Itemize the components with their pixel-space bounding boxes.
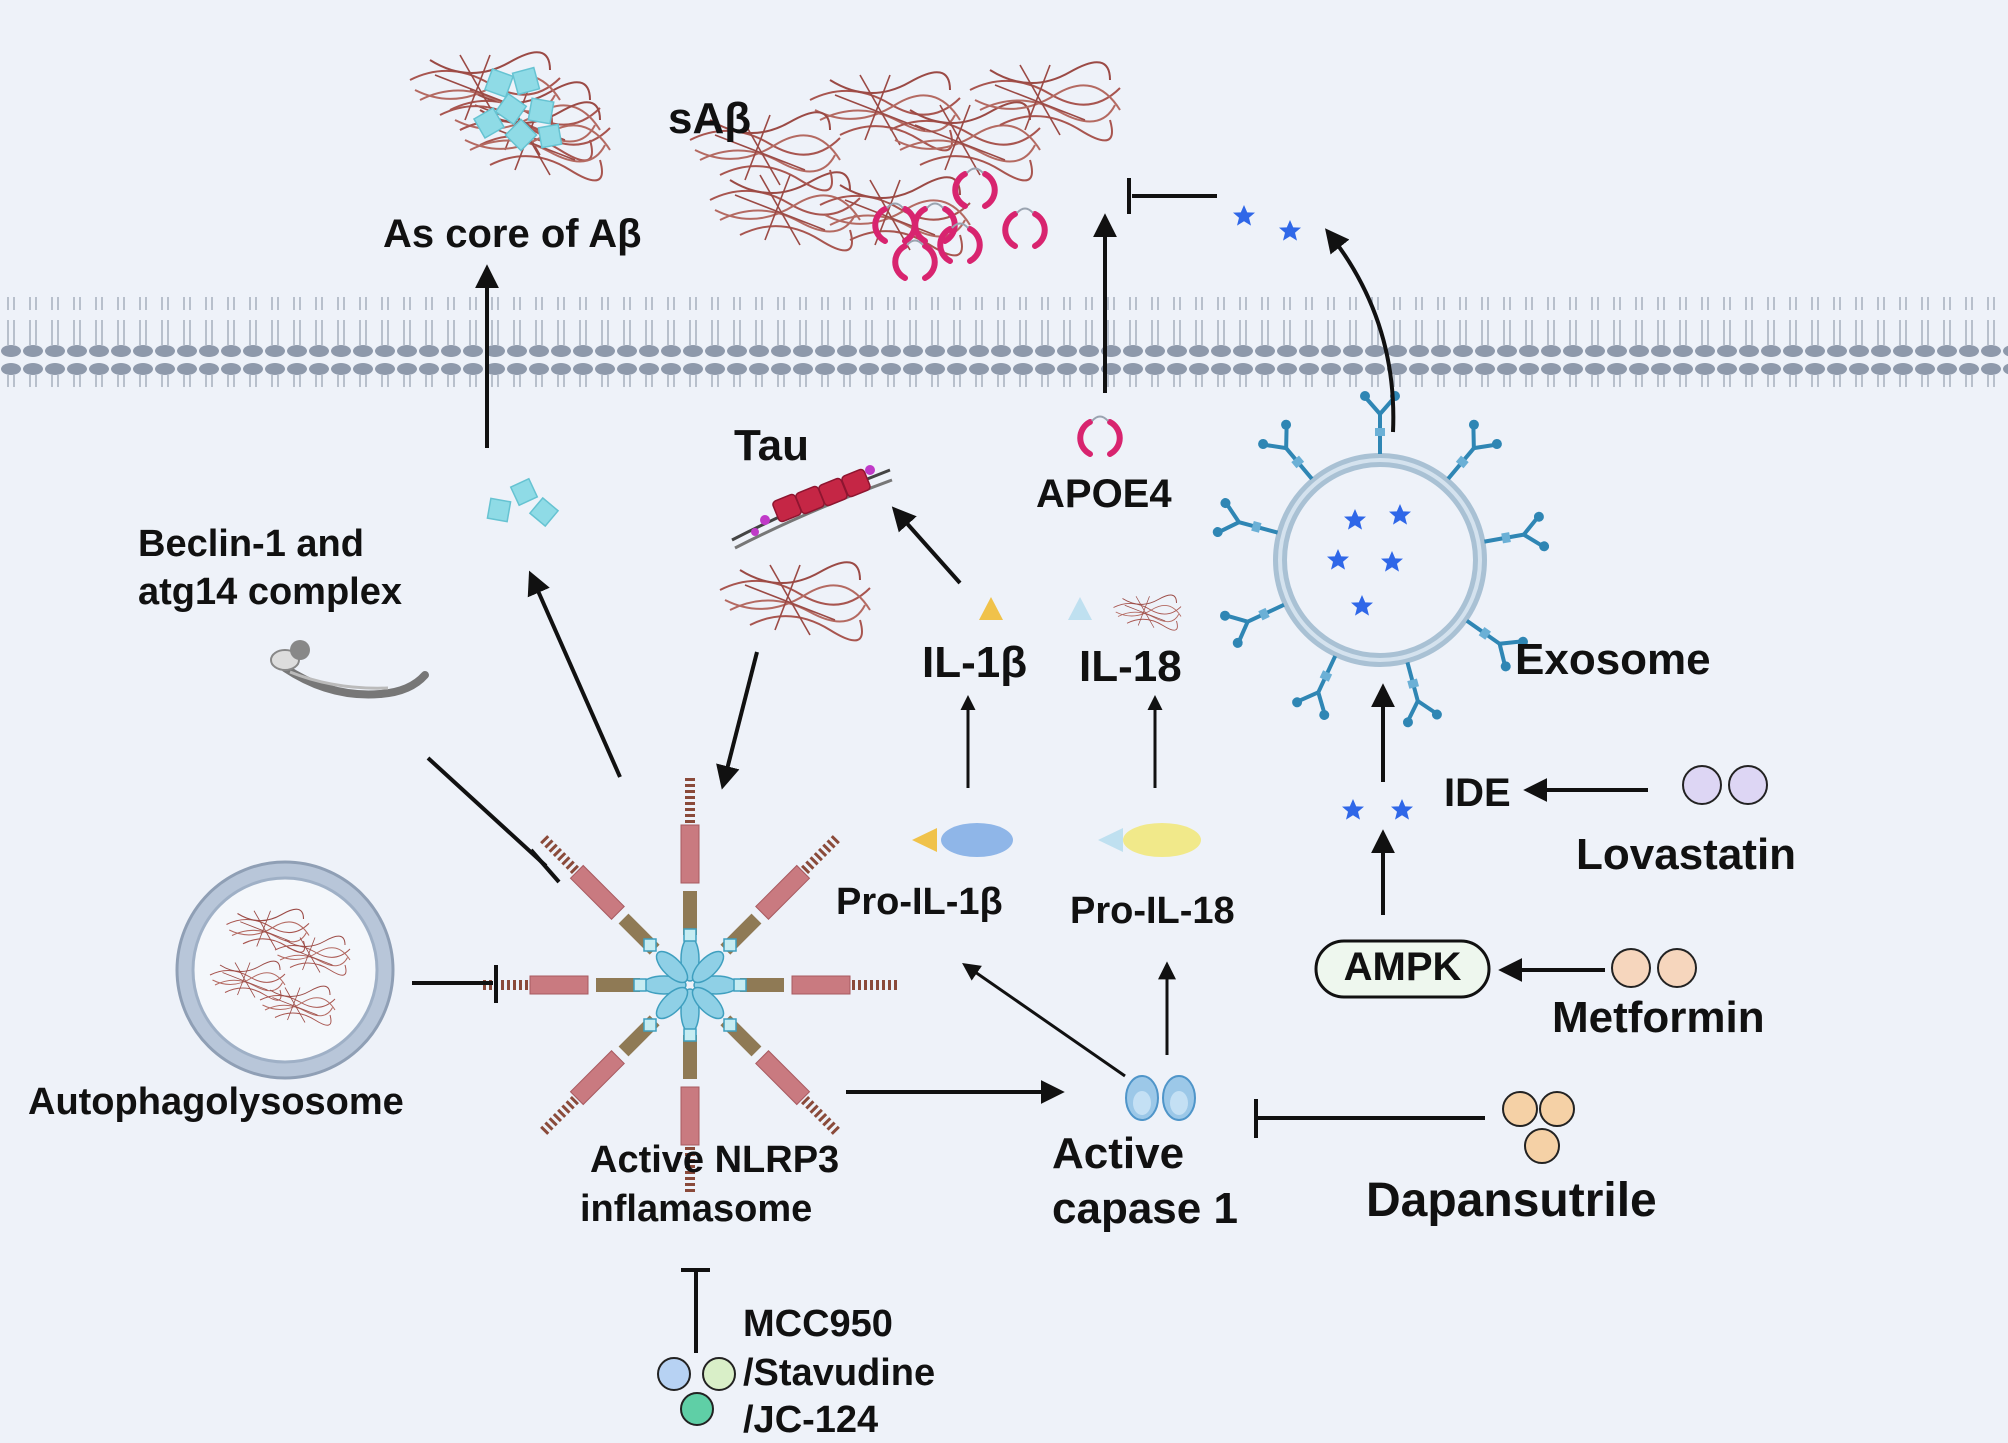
il-1b-label: IL-1β (922, 638, 1028, 687)
pro-il18-label: Pro-IL-18 (1070, 890, 1235, 932)
mcc950-label-line3: /JC-124 (743, 1399, 879, 1441)
amyloid-core-icon (409, 51, 611, 182)
autophagolysosome-icon (175, 860, 395, 1080)
lovastatin-label: Lovastatin (1576, 830, 1797, 879)
mcc950-pill-icon (657, 1357, 736, 1426)
ampk-label: AMPK (1343, 945, 1462, 989)
nlrp3-inflammasome-icon (480, 775, 900, 1195)
exosome-label: Exosome (1515, 635, 1711, 684)
caspase-label-line1: Active (1052, 1129, 1185, 1178)
caspase-label-line2: capase 1 (1052, 1184, 1238, 1233)
nlrp3-label-line1: Active NLRP3 (590, 1139, 840, 1181)
pro-il1b-icon (912, 823, 1013, 857)
caspase-icon (1125, 1075, 1196, 1121)
apoe4-label: APOE4 (1036, 472, 1172, 516)
tau-label: Tau (734, 421, 809, 470)
beclin-label-line2: atg14 complex (138, 571, 402, 613)
as-core-label: As core of Aβ (383, 212, 642, 256)
tau-tangle-icon (731, 465, 893, 550)
metformin-label: Metformin (1552, 993, 1765, 1042)
ampk-box (1314, 939, 1491, 999)
il-1b-icon (979, 597, 1003, 620)
mcc950-label-line1: MCC950 (743, 1303, 893, 1345)
ide-label: IDE (1444, 771, 1511, 815)
s-abeta-label: sAβ (668, 94, 752, 143)
beclin-complex-icon (270, 640, 429, 699)
il-18-icon (1068, 594, 1182, 631)
mcc950-label-line2: /Stavudine (743, 1352, 936, 1394)
lovastatin-pill-icon (1682, 765, 1768, 805)
apoe4-icon (1080, 417, 1120, 455)
nlrp3-label-line2: inflamasome (580, 1188, 813, 1230)
dapansutrile-label: Dapansutrile (1366, 1174, 1657, 1227)
exosome-icon (1209, 389, 1552, 731)
pathway-arrows (412, 178, 1648, 1353)
beclin-label-line1: Beclin-1 and (138, 523, 364, 565)
amyloid-fibril-icon (719, 561, 871, 642)
cell-membrane (0, 297, 2008, 387)
il-18-label: IL-18 (1079, 642, 1182, 691)
pro-il1b-label: Pro-IL-1β (836, 881, 1003, 923)
dapansutrile-pill-icon (1502, 1091, 1575, 1164)
autophagolysosome-label: Autophagolysosome (28, 1081, 404, 1123)
amyloid-core-icon (486, 477, 560, 528)
pro-il18-icon (1098, 823, 1201, 857)
metformin-pill-icon (1611, 948, 1697, 988)
